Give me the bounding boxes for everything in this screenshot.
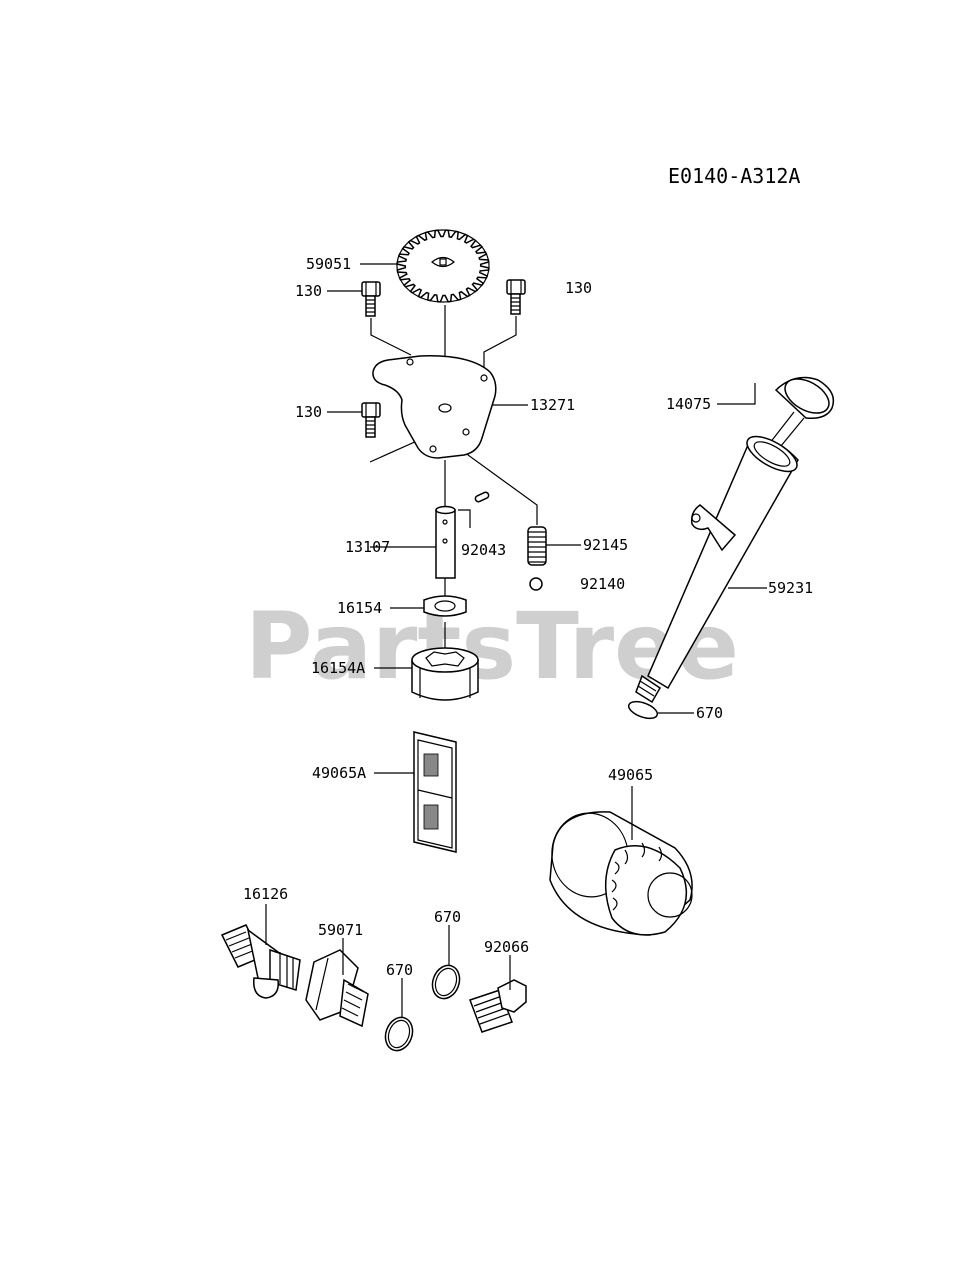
label-130-a[interactable]: 130 xyxy=(295,282,322,300)
label-49065[interactable]: 49065 xyxy=(608,766,653,784)
diagram-code: E0140-A312A xyxy=(668,164,800,188)
part-92043-pin[interactable] xyxy=(474,491,490,503)
label-92066[interactable]: 92066 xyxy=(484,938,529,956)
part-16154-inner-rotor[interactable] xyxy=(423,595,467,617)
part-670-oring-lower-left[interactable] xyxy=(381,1014,417,1055)
label-130-c[interactable]: 130 xyxy=(295,403,322,421)
part-670-oring-lower-right[interactable] xyxy=(428,962,464,1003)
label-16126[interactable]: 16126 xyxy=(243,885,288,903)
part-13271-pump-cover-plate[interactable] xyxy=(372,355,497,459)
part-13107-shaft[interactable] xyxy=(435,505,456,579)
part-14075-dipstick-cap[interactable] xyxy=(765,372,835,453)
part-92145-spring[interactable] xyxy=(527,526,547,566)
part-92066-drain-plug[interactable] xyxy=(469,979,527,1033)
label-92145[interactable]: 92145 xyxy=(583,536,628,554)
part-130-bolt-lower[interactable] xyxy=(361,402,381,438)
part-92140-ball[interactable] xyxy=(529,577,543,591)
label-670-b[interactable]: 670 xyxy=(386,961,413,979)
label-130-b[interactable]: 130 xyxy=(565,279,592,297)
label-92140[interactable]: 92140 xyxy=(580,575,625,593)
label-16154A[interactable]: 16154A xyxy=(311,659,365,677)
label-59231[interactable]: 59231 xyxy=(768,579,813,597)
part-130-bolt-right[interactable] xyxy=(506,279,526,315)
label-13107[interactable]: 13107 xyxy=(345,538,390,556)
label-59071[interactable]: 59071 xyxy=(318,921,363,939)
label-13271[interactable]: 13271 xyxy=(530,396,575,414)
part-16154A-outer-rotor[interactable] xyxy=(411,647,479,701)
watermark-text: PartsTree xyxy=(245,593,739,700)
part-49065A-oil-screen[interactable] xyxy=(413,731,457,853)
label-670-c[interactable]: 670 xyxy=(434,908,461,926)
label-59051[interactable]: 59051 xyxy=(306,255,351,273)
part-59231-oil-filler-tube[interactable] xyxy=(635,430,802,704)
label-16154[interactable]: 16154 xyxy=(337,599,382,617)
part-49065-oil-filter[interactable] xyxy=(545,807,693,936)
part-59071-fitting[interactable] xyxy=(305,949,369,1028)
part-59051-gear[interactable] xyxy=(396,229,490,303)
label-670-a[interactable]: 670 xyxy=(696,704,723,722)
label-92043[interactable]: 92043 xyxy=(461,541,506,559)
label-49065A[interactable]: 49065A xyxy=(312,764,366,782)
part-130-bolt-left[interactable] xyxy=(361,281,381,317)
leader-14075 xyxy=(717,383,756,405)
part-16126-pipe-fitting[interactable] xyxy=(220,924,301,999)
part-670-oring-upper[interactable] xyxy=(627,698,660,721)
label-14075[interactable]: 14075 xyxy=(666,395,711,413)
leader-92043 xyxy=(458,509,471,528)
